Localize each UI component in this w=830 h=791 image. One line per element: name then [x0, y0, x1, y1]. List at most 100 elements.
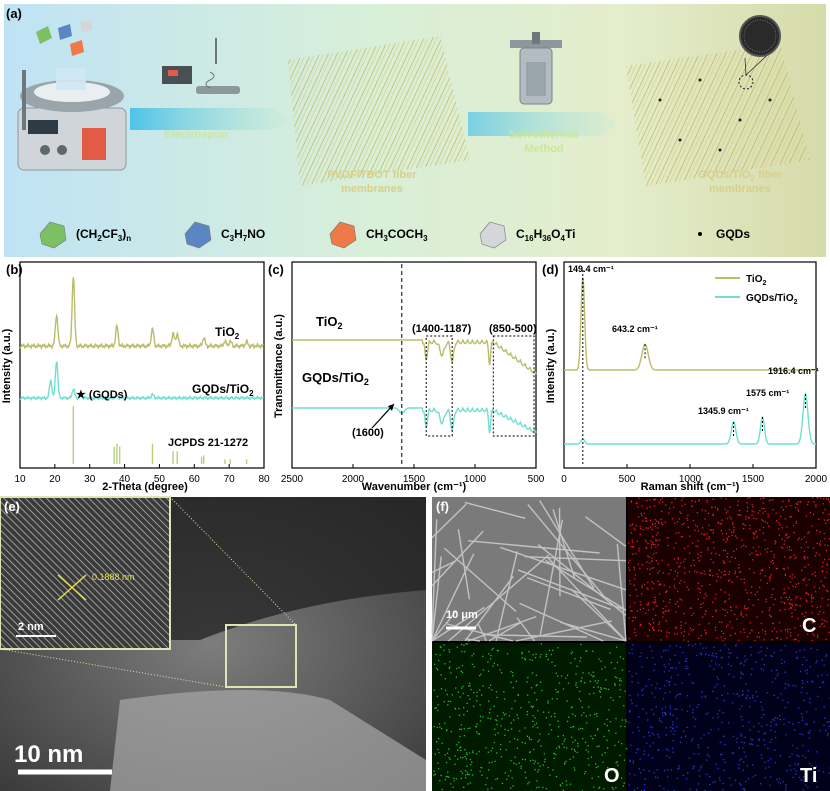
eds-dot: [589, 680, 591, 682]
eds-dot: [691, 500, 693, 502]
eds-dot: [670, 667, 672, 669]
sem-fiber: [443, 547, 517, 612]
eds-dot: [527, 783, 529, 785]
eds-dot: [703, 570, 705, 572]
eds-dot: [585, 715, 587, 717]
pvdf-membrane-image: [288, 36, 470, 186]
eds-dot: [790, 769, 792, 771]
eds-dot: [809, 730, 811, 732]
main-scale-label: 10 nm: [14, 741, 83, 768]
eds-dot: [811, 765, 813, 767]
eds-dot: [789, 756, 791, 758]
eds-dot: [632, 762, 634, 764]
eds-dot: [683, 567, 685, 569]
x-tick-label: 60: [189, 474, 201, 485]
eds-dot: [589, 714, 591, 716]
eds-dot: [819, 544, 821, 546]
eds-dot: [601, 754, 603, 756]
eds-dot: [539, 681, 542, 683]
eds-dot: [778, 781, 780, 783]
eds-dot: [536, 699, 538, 701]
eds-dot: [711, 616, 714, 618]
eds-dot: [572, 741, 574, 743]
eds-dot: [735, 548, 738, 550]
eds-dot: [821, 674, 823, 676]
eds-dot: [564, 762, 566, 764]
x-tick-label: 500: [528, 474, 545, 485]
eds-dot: [713, 547, 715, 549]
eds-dot: [567, 682, 570, 684]
eds-dot: [444, 678, 446, 680]
eds-dot: [550, 653, 553, 656]
eds-dot: [583, 712, 585, 714]
eds-dot: [454, 755, 456, 757]
eds-dot: [534, 760, 536, 762]
sem-fiber: [464, 501, 526, 519]
eds-dot: [704, 696, 706, 698]
eds-dot: [783, 540, 786, 542]
eds-dot: [764, 761, 766, 763]
eds-dot: [813, 721, 815, 723]
eds-dot: [772, 603, 775, 606]
eds-dot: [784, 574, 786, 577]
eds-dot: [728, 535, 730, 538]
eds-dot: [545, 717, 548, 719]
eds-dot: [661, 497, 664, 499]
eds-dot: [788, 536, 790, 538]
eds-dot: [534, 717, 536, 719]
eds-dot: [537, 771, 539, 773]
eds-dot: [534, 656, 537, 659]
eds-dot: [806, 723, 808, 725]
eds-dot: [747, 689, 749, 692]
eds-dot: [794, 557, 796, 560]
eds-dot: [772, 559, 774, 562]
eds-dot: [520, 765, 522, 767]
eds-dot: [800, 691, 802, 694]
eds-dot: [718, 621, 721, 623]
eds-dot: [807, 564, 809, 566]
eds-dot: [759, 586, 761, 589]
eds-dot: [700, 634, 702, 637]
eds-dot: [747, 778, 749, 780]
eds-dot: [476, 731, 478, 733]
eds-dot: [624, 719, 627, 721]
eds-dot: [775, 541, 777, 543]
eds-dot: [669, 714, 672, 716]
eds-dot: [653, 601, 655, 604]
eds-dot: [529, 751, 531, 753]
eds-dot: [662, 714, 664, 717]
eds-dot: [762, 512, 764, 514]
eds-dot: [698, 637, 700, 639]
eds-dot: [803, 536, 806, 538]
eds-dot: [647, 754, 649, 756]
eds-dot: [488, 712, 491, 714]
eds-dot: [822, 584, 824, 586]
eds-dot: [437, 704, 439, 706]
eds-dot: [824, 717, 826, 719]
eds-dot: [679, 693, 682, 695]
eds-dot: [770, 655, 772, 657]
eds-dot: [663, 664, 665, 666]
eds-dot: [736, 576, 738, 578]
eds-dot: [583, 773, 586, 775]
eds-dot: [731, 581, 733, 583]
eds-dot: [652, 535, 654, 538]
eds-dot: [479, 689, 481, 691]
eds-dot: [760, 701, 762, 703]
eds-dot: [645, 546, 647, 549]
eds-dot: [811, 622, 813, 624]
legend-label-1: C3H7NO: [221, 227, 265, 243]
eds-dot: [667, 610, 669, 612]
eds-dot: [729, 634, 732, 637]
panel-d-label: (d): [542, 262, 559, 277]
eds-dot: [751, 668, 753, 670]
eds-dot: [663, 671, 665, 673]
eds-dot: [828, 631, 830, 633]
eds-dot: [726, 539, 728, 541]
eds-dot: [641, 564, 644, 566]
eds-dot: [734, 779, 737, 781]
d-anno-643: 643.2 cm⁻¹: [612, 324, 658, 334]
eds-dot: [721, 722, 723, 724]
eds-dot: [489, 684, 492, 686]
eds-dot: [801, 687, 803, 689]
